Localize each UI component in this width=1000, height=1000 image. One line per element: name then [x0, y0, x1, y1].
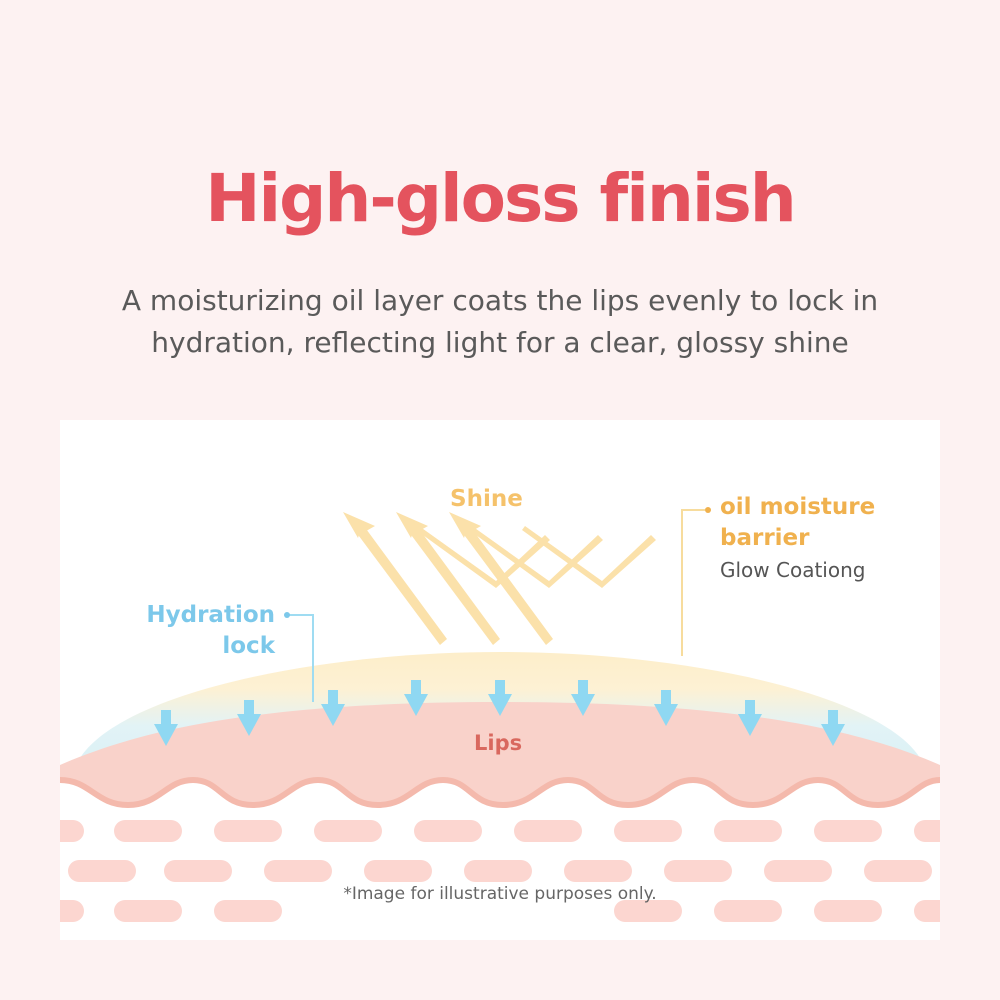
shine-arrows [343, 512, 656, 645]
skin-cell-layer [60, 820, 940, 922]
disclaimer-note: *Image for illustrative purposes only. [343, 884, 657, 904]
lips-layer [60, 702, 940, 805]
hydration-arrow-icon [738, 700, 762, 736]
hydration-arrow-icon [654, 690, 678, 726]
hydration-arrow-icon [571, 680, 595, 716]
page-subtitle: A moisturizing oil layer coats the lips … [121, 284, 879, 359]
glow-coating-label: Glow Coationg [720, 558, 866, 582]
shine-label: Shine [450, 486, 523, 512]
oil-callout [681, 507, 711, 656]
hydration-arrow-icon [154, 710, 178, 746]
hydration-arrow-icon [404, 680, 428, 716]
shine-arrow-icon [396, 512, 603, 645]
hydration-lock-label: Hydration lock [146, 602, 275, 659]
hydration-arrows [154, 680, 845, 746]
diagram-svg [60, 507, 940, 922]
oil-barrier-label: oil moisture barrier [720, 494, 876, 551]
shine-arrow-icon [343, 512, 550, 645]
hydration-callout [284, 612, 314, 702]
lips-wave-edge [60, 776, 940, 809]
hydration-arrow-icon [237, 700, 261, 736]
lip-layer-diagram: Shine oil moisture barrier Glow Coationg… [60, 420, 940, 940]
page-title: High-gloss finish [205, 160, 796, 237]
hydration-arrow-icon [488, 680, 512, 716]
lips-label: Lips [474, 731, 523, 755]
hydration-arrow-icon [821, 710, 845, 746]
shine-arrow-icon [449, 512, 656, 645]
callout-dot-icon [705, 507, 711, 513]
hydration-arrow-icon [321, 690, 345, 726]
callout-dot-icon [284, 612, 290, 618]
